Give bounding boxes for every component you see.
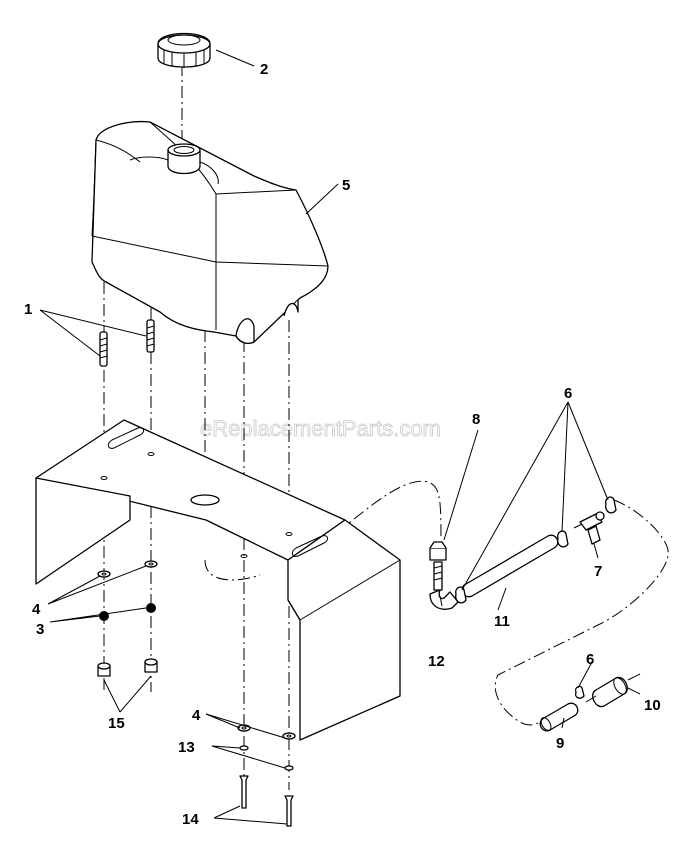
lock-washers (99, 603, 156, 621)
callout-5: 5 (342, 177, 350, 194)
callout-4-lower: 4 (192, 707, 201, 724)
callout-labels: 2 5 1 8 6 7 11 12 4 3 15 4 13 14 6 10 9 (24, 61, 661, 828)
callout-10: 10 (644, 697, 661, 714)
washers-lower (237, 724, 296, 771)
callout-6-lower: 6 (586, 651, 594, 668)
callout-4-left: 4 (32, 601, 41, 618)
shutoff-valve (429, 541, 447, 591)
callout-15: 15 (108, 715, 125, 732)
fuel-filter (585, 673, 641, 708)
callout-14: 14 (182, 811, 199, 828)
callout-11: 11 (494, 613, 510, 630)
elbow-fitting (429, 589, 459, 610)
washers-upper (97, 560, 158, 578)
bolts (239, 775, 294, 827)
fuel-hose (461, 534, 559, 598)
callout-8: 8 (472, 411, 480, 428)
nuts (97, 658, 158, 677)
callout-13: 13 (178, 739, 195, 756)
leader-lines (39, 49, 641, 825)
callout-2: 2 (260, 61, 268, 78)
fuel-tank (91, 120, 329, 344)
callout-12: 12 (428, 653, 445, 670)
callout-7: 7 (594, 563, 602, 580)
fuel-valve (573, 511, 605, 545)
watermark-text: eReplacementParts.com (200, 416, 441, 441)
callout-6-upper: 6 (564, 385, 572, 402)
hose-short (539, 702, 579, 732)
fuel-cap (157, 32, 211, 68)
hose-clamps (455, 496, 617, 699)
callout-3: 3 (36, 621, 44, 638)
callout-1: 1 (24, 301, 32, 318)
mounting-bracket (35, 419, 401, 741)
callout-9: 9 (556, 735, 564, 752)
studs (99, 319, 155, 367)
